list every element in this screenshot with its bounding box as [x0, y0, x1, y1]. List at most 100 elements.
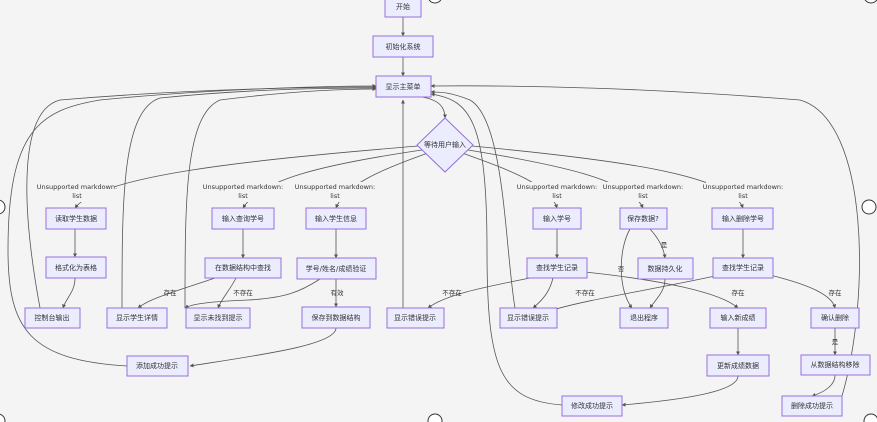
node-label: 读取学生数据 [55, 214, 97, 223]
node-label: 输入学生信息 [315, 214, 357, 223]
edge-label-unsupported-5: Unsupported markdown:list [603, 182, 683, 202]
edge-label-yes-1: 是 [661, 241, 668, 249]
node-confirm-delete[interactable]: 确认删除 [810, 307, 860, 329]
node-wait-decision[interactable]: 等待用户输入 [416, 117, 474, 173]
node-label: 修改成功提示 [571, 401, 613, 410]
edge-persist-exit [649, 278, 666, 309]
edge-label-exists-3: 存在 [829, 288, 843, 297]
resize-handle-bottom-right[interactable] [863, 413, 877, 422]
node-label: 等待用户输入 [424, 140, 466, 149]
edge-label-text: Unsupported markdown:list [517, 183, 598, 200]
node-label: 数据持久化 [648, 264, 683, 273]
node-persist[interactable]: 数据持久化 [637, 257, 694, 280]
edge-find-error2 [532, 277, 554, 309]
node-label: 从数据结构移除 [811, 360, 860, 369]
node-label: 显示错误提示 [394, 313, 436, 322]
resize-handle-bottom-left[interactable] [0, 413, 6, 422]
node-update-score[interactable]: 更新成绩数据 [706, 354, 770, 377]
node-label: 添加成功提示 [136, 361, 178, 370]
edge-label-unsupported-6: Unsupported markdown:list [703, 182, 784, 202]
node-input-query-id[interactable]: 输入查询学号 [211, 207, 275, 230]
node-save-data-question[interactable]: 保存数据? [619, 207, 668, 230]
edge-label-text: Unsupported markdown:list [37, 183, 118, 200]
node-input-new-score[interactable]: 输入新成绩 [709, 307, 767, 329]
node-input-student[interactable]: 输入学生信息 [305, 207, 367, 230]
edge-label-unsupported-2: Unsupported markdown:list [203, 182, 284, 202]
node-exit[interactable]: 退出程序 [619, 307, 669, 329]
node-label: 保存数据? [627, 214, 659, 223]
node-label: 删除成功提示 [791, 401, 833, 410]
node-label: 初始化系统 [386, 42, 421, 51]
edge-delsuccess-menu [430, 83, 860, 397]
resize-handle-top[interactable] [428, 0, 442, 4]
edge-modsuccess-menu [430, 92, 563, 406]
edge-format-console [62, 277, 76, 309]
node-label: 控制台输出 [35, 313, 70, 322]
node-modify-success[interactable]: 修改成功提示 [561, 395, 623, 417]
node-input-id[interactable]: 输入学号 [532, 207, 582, 230]
node-show-error-1[interactable]: 显示错误提示 [386, 307, 445, 329]
edge-error2-menu [430, 90, 516, 309]
node-show-error-2[interactable]: 显示错误提示 [499, 307, 558, 329]
edge-remove-delsuccess [811, 374, 836, 397]
edges [7, 17, 860, 407]
resize-handle-top-right[interactable] [864, 0, 877, 4]
node-search-struct[interactable]: 在数据结构中查找 [204, 257, 282, 279]
node-label: 更新成绩数据 [717, 361, 759, 370]
edge-label-text: Unsupported markdown:list [295, 183, 376, 200]
node-find-record-2[interactable]: 查找学生记录 [712, 257, 774, 279]
resize-handle-bottom[interactable] [427, 413, 443, 422]
edge-label-exists-1: 存在 [164, 288, 178, 297]
node-label: 输入学号 [543, 214, 571, 223]
edge-labels: Unsupported markdown:list Unsupported ma… [37, 182, 842, 346]
node-label: 显示学生详情 [116, 313, 158, 322]
edge-console-menu [26, 85, 377, 309]
resize-handle-left[interactable] [0, 199, 6, 215]
edge-saveq-persist [649, 228, 667, 259]
edge-label-unsupported-1: Unsupported markdown:list [37, 182, 118, 202]
edge-save-addsuccess [189, 327, 337, 368]
edge-label-text: Unsupported markdown:list [703, 183, 784, 200]
node-label: 显示未找到提示 [194, 313, 243, 322]
node-remove-struct[interactable]: 从数据结构移除 [800, 354, 871, 376]
edge-menu-wait [421, 96, 447, 119]
node-delete-success[interactable]: 删除成功提示 [781, 395, 843, 417]
edge-label-exists-2: 存在 [732, 288, 746, 297]
node-label: 查找学生记录 [536, 263, 578, 272]
node-label: 退出程序 [630, 313, 658, 322]
node-label: 确认删除 [821, 313, 849, 322]
node-label: 学号/姓名/成绩验证 [306, 264, 367, 273]
node-save-struct[interactable]: 保存到数据结构 [301, 306, 371, 329]
edge-detail-menu [121, 86, 377, 309]
edge-label-text: Unsupported markdown:list [203, 183, 284, 200]
node-format-table[interactable]: 格式化为表格 [45, 256, 107, 279]
edge-label-not-exists-3: 不存在 [575, 288, 595, 297]
resize-handle-right[interactable] [861, 199, 877, 215]
node-read-data[interactable]: 读取学生数据 [45, 207, 107, 230]
edge-label-not-exists-2: 不存在 [442, 288, 462, 297]
edge-find-error1 [427, 277, 531, 309]
edge-label-no-1: 否 [618, 265, 625, 273]
nodes: 开始 初始化系统 显示主菜单 等待用户输入 读取学生数据 格式化为表格 控制台输… [24, 0, 871, 417]
edge-search-notfound [217, 277, 237, 309]
node-show-detail[interactable]: 显示学生详情 [106, 307, 168, 329]
node-show-not-found[interactable]: 显示未找到提示 [185, 307, 251, 329]
edge-label-valid: 有效 [331, 288, 345, 297]
node-input-delete-id[interactable]: 输入删除学号 [711, 207, 774, 230]
node-label: 输入新成绩 [721, 313, 756, 322]
node-label: 保存到数据结构 [312, 313, 361, 322]
node-console-out[interactable]: 控制台输出 [24, 307, 81, 329]
edge-label-not-exists-1: 不存在 [233, 288, 253, 297]
node-validate[interactable]: 学号/姓名/成绩验证 [296, 257, 377, 280]
node-init[interactable]: 初始化系统 [372, 35, 434, 58]
node-find-record[interactable]: 查找学生记录 [526, 257, 588, 279]
edge-find-newscore [584, 271, 739, 309]
node-label: 输入查询学号 [222, 214, 264, 223]
node-menu[interactable]: 显示主菜单 [375, 75, 432, 98]
node-add-success[interactable]: 添加成功提示 [126, 355, 189, 377]
edge-label-unsupported-3: Unsupported markdown:list [295, 182, 376, 202]
node-label: 格式化为表格 [55, 263, 97, 272]
node-start[interactable]: 开始 [384, 0, 422, 18]
